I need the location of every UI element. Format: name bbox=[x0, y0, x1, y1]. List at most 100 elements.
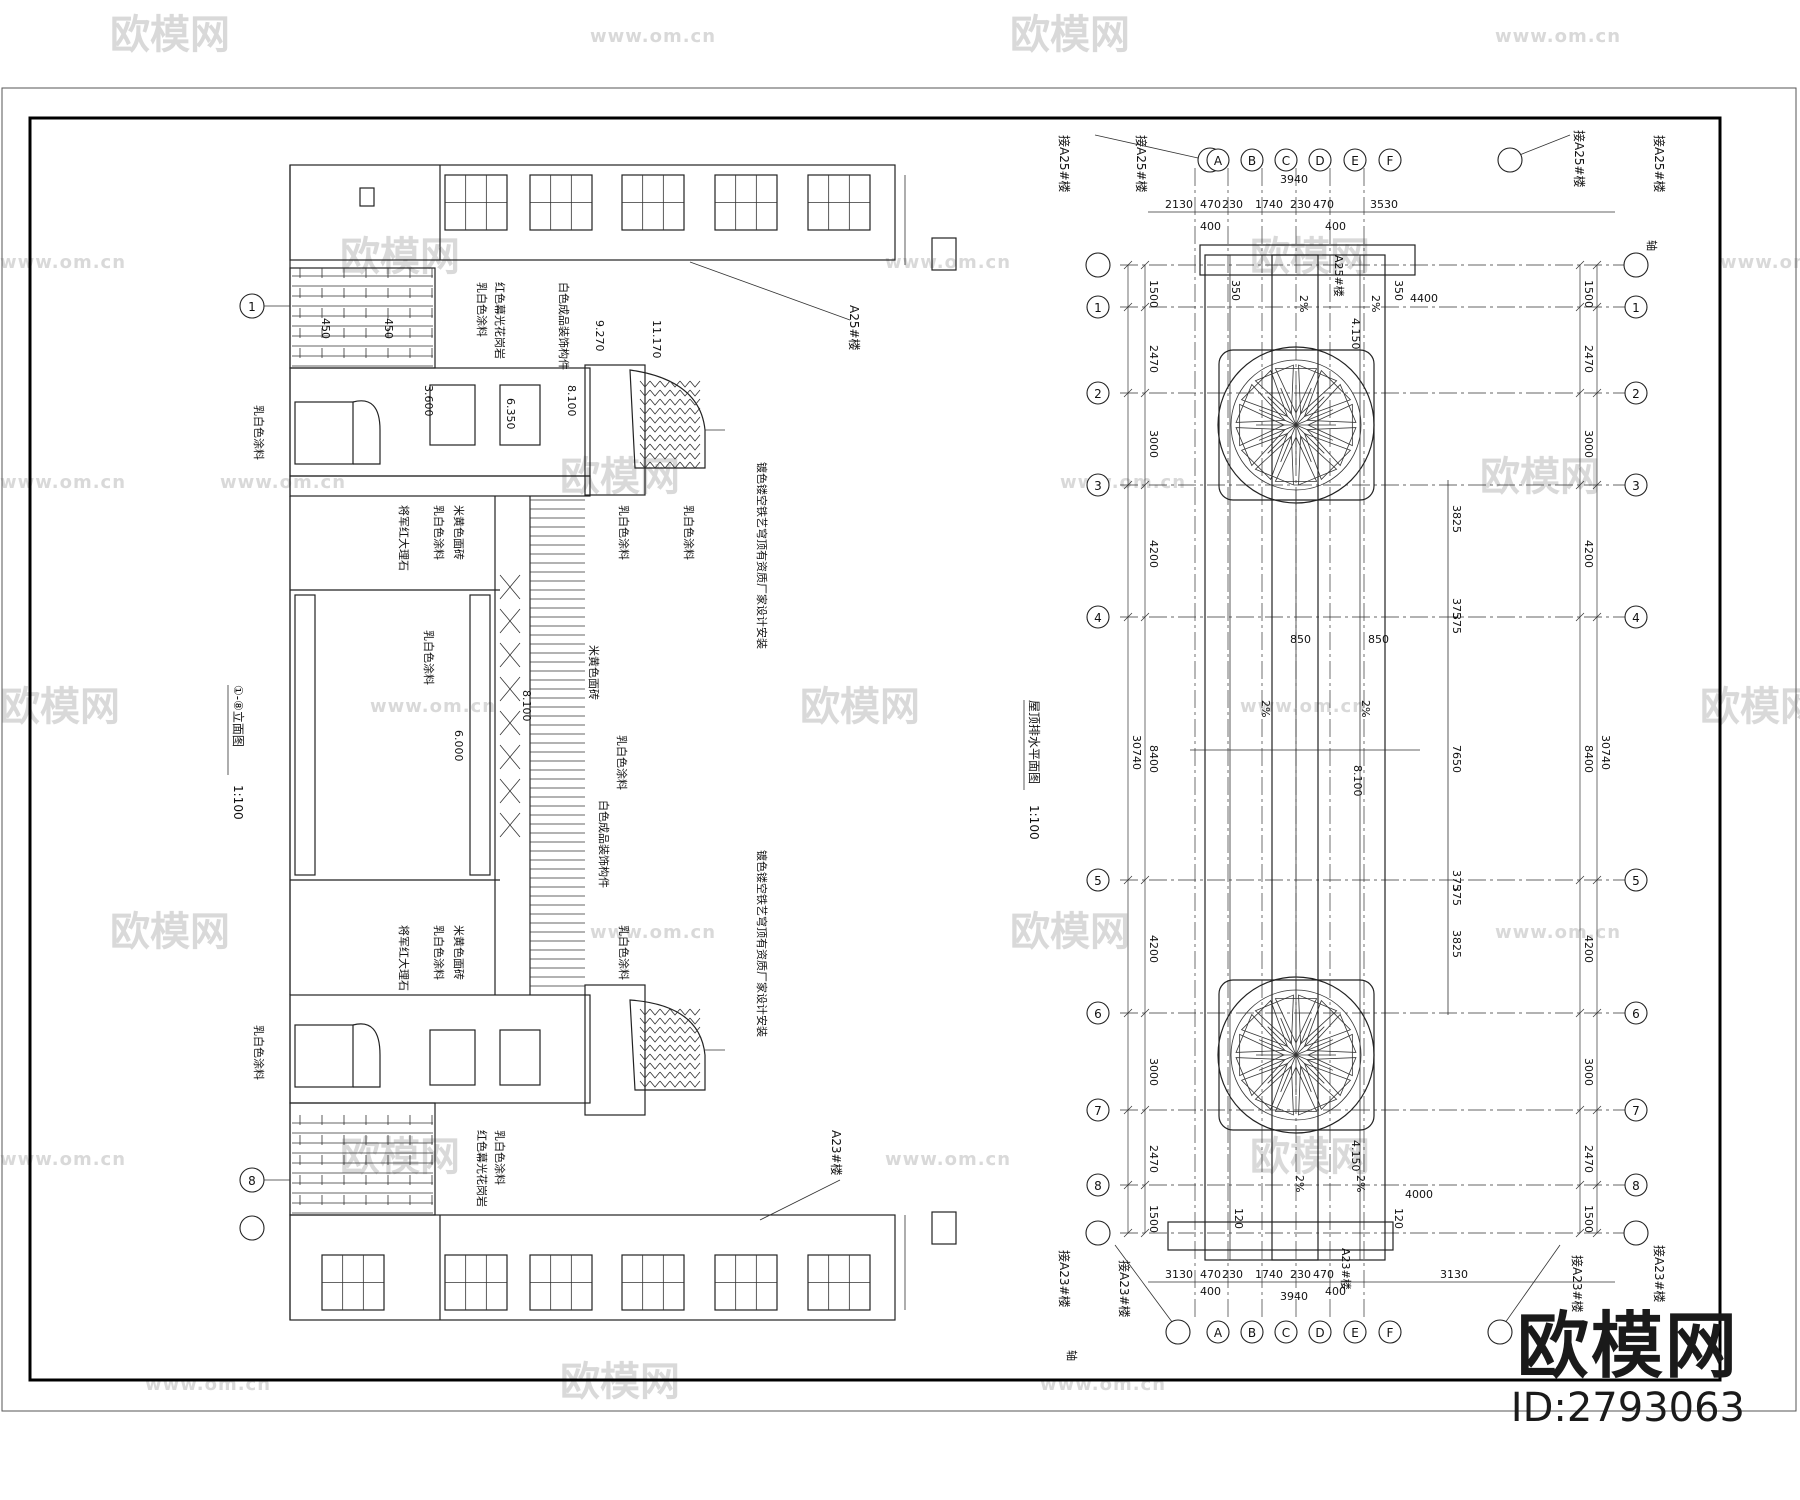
watermark-url: www.om.cn bbox=[0, 472, 126, 493]
right-dim: 3000 bbox=[1582, 1058, 1595, 1086]
dim-450-b: 450 bbox=[382, 318, 395, 339]
slope-label: 2% bbox=[1369, 295, 1382, 312]
right-dim: 3000 bbox=[1582, 430, 1595, 458]
row-axis-bubble-label: 3 bbox=[1632, 479, 1640, 493]
level-3600: 3.600 bbox=[422, 385, 435, 417]
note: 乳白色涂料 bbox=[493, 1130, 507, 1185]
roof-level: 4.150 bbox=[1349, 318, 1362, 350]
col-axis-bubble-label: D bbox=[1315, 154, 1324, 168]
col-axis-bubble-label: E bbox=[1351, 154, 1359, 168]
left-dim: 2470 bbox=[1147, 345, 1160, 373]
note: 红色幕光花岗岩 bbox=[475, 1130, 489, 1207]
watermark-logo: 欧模网 bbox=[1480, 454, 1600, 500]
slope-label: 2% bbox=[1359, 700, 1372, 717]
dome-note-bottom: 镀色镂空铁艺穹顶有资质厂家设计安装 bbox=[755, 850, 769, 1037]
col-axis-bubble-label: A bbox=[1214, 1326, 1223, 1340]
left-dim: 4200 bbox=[1147, 935, 1160, 963]
connect-bottom-left-2: 接A23#楼 bbox=[1117, 1260, 1132, 1318]
row-axis-bubble-label: 5 bbox=[1632, 874, 1640, 888]
roof-level: 4.150 bbox=[1349, 1140, 1362, 1172]
right-dim: 1500 bbox=[1582, 1205, 1595, 1233]
note: 白色成品装饰构件 bbox=[597, 800, 611, 888]
watermark-url: www.om.cn bbox=[220, 472, 346, 493]
axis-suffix: 轴 bbox=[1645, 240, 1659, 251]
note: 将军红大理石 bbox=[397, 505, 411, 571]
connect-top-left: 接A25#楼 bbox=[1057, 135, 1072, 193]
slope-label: 2% bbox=[1293, 1175, 1306, 1192]
inner-dim: 375 bbox=[1450, 598, 1463, 619]
inner-dim-350: 350 bbox=[1392, 280, 1405, 301]
col-axis-bubble-label: E bbox=[1351, 1326, 1359, 1340]
row-axis-bubble-label: 7 bbox=[1094, 1104, 1102, 1118]
note: 乳白色涂料 bbox=[475, 282, 489, 337]
top-dim: 3530 bbox=[1370, 198, 1398, 211]
bottom-small-dim: 400 bbox=[1200, 1285, 1221, 1298]
top-dim: 1740 bbox=[1255, 198, 1283, 211]
watermark-logo: 欧模网 bbox=[340, 234, 460, 280]
brand-logo: 欧模网 bbox=[1516, 1304, 1739, 1388]
elev-scale: 1:100 bbox=[231, 785, 245, 820]
inner-dim-850: 850 bbox=[1290, 633, 1311, 646]
watermark-logo: 欧模网 bbox=[800, 684, 920, 730]
inner-dim: 3825 bbox=[1450, 505, 1463, 533]
inner-dim: 7650 bbox=[1450, 745, 1463, 773]
level-8100-b: 8.100 bbox=[520, 690, 533, 722]
bottom-dim: 1740 bbox=[1255, 1268, 1283, 1281]
bottom-dim: 3130 bbox=[1440, 1268, 1468, 1281]
inner-dim: 3825 bbox=[1450, 930, 1463, 958]
slope-label: 2% bbox=[1259, 700, 1272, 717]
outer-border bbox=[1, 87, 1797, 1412]
level-8100: 8.100 bbox=[565, 385, 578, 417]
elevation-drawing: 1 8 A25#楼 A23#楼 ①-⑧立面图 1:100 11.170 9.27… bbox=[227, 164, 957, 1321]
watermark-logo: 欧模网 bbox=[1250, 234, 1370, 280]
inner-dim-350: 350 bbox=[1229, 280, 1242, 301]
watermark-url: www.om.cn bbox=[1495, 922, 1621, 943]
inner-dim-850: 850 bbox=[1368, 633, 1389, 646]
col-axis-bubble-label: B bbox=[1248, 1326, 1256, 1340]
inner-dim-4000: 4000 bbox=[1405, 1188, 1433, 1201]
top-dim: 470 bbox=[1313, 198, 1334, 211]
top-small-dim: 400 bbox=[1325, 220, 1346, 233]
left-dim: 1500 bbox=[1147, 280, 1160, 308]
slope-label: 2% bbox=[1354, 1175, 1367, 1192]
inner-dim-120: 120 bbox=[1232, 1208, 1245, 1229]
note: 乳白色涂料 bbox=[617, 505, 631, 560]
note: 乳白色涂料 bbox=[432, 505, 446, 560]
row-axis-bubble-label: 3 bbox=[1094, 479, 1102, 493]
left-dim: 1500 bbox=[1147, 1205, 1160, 1233]
row-axis-bubble-label: 1 bbox=[1632, 301, 1640, 315]
row-axis-bubble-label: 1 bbox=[1094, 301, 1102, 315]
bottom-dim: 3130 bbox=[1165, 1268, 1193, 1281]
connect-bottom-right-2: 接A23#楼 bbox=[1652, 1245, 1667, 1303]
inner-dim-120: 120 bbox=[1392, 1208, 1405, 1229]
right-dim: 1500 bbox=[1582, 280, 1595, 308]
connect-top-right: 接A25#楼 bbox=[1572, 130, 1587, 188]
level-6350: 6.350 bbox=[504, 398, 517, 430]
note: 乳白色涂料 bbox=[422, 630, 436, 685]
note: 米黄色面砖 bbox=[587, 645, 601, 700]
watermark-url: www.om.cn bbox=[885, 252, 1011, 273]
row-axis-bubble-label: 6 bbox=[1632, 1007, 1640, 1021]
bottom-total-dim: 3940 bbox=[1280, 1290, 1308, 1303]
level-9270: 9.270 bbox=[593, 320, 606, 352]
left-dim: 3000 bbox=[1147, 430, 1160, 458]
top-dim: 2130 bbox=[1165, 198, 1193, 211]
roof-level: 8.100 bbox=[1351, 765, 1364, 797]
left-dim: 3000 bbox=[1147, 1058, 1160, 1086]
col-axis-bubble-label: F bbox=[1387, 154, 1394, 168]
inner-dim-4400: 4400 bbox=[1410, 292, 1438, 305]
watermark-url: www.om.cn bbox=[0, 252, 126, 273]
note: 白色成品装饰构件 bbox=[557, 282, 571, 370]
watermark-logo: 欧模网 bbox=[560, 454, 680, 500]
watermark-url: www.om.cn bbox=[1040, 1374, 1166, 1395]
right-total-dim: 30740 bbox=[1599, 735, 1612, 770]
right-dim: 4200 bbox=[1582, 540, 1595, 568]
top-dim: 470 bbox=[1200, 198, 1221, 211]
watermark-url: www.om.cn bbox=[590, 922, 716, 943]
row-axis-bubble-label: 6 bbox=[1094, 1007, 1102, 1021]
note: 乳白色涂料 bbox=[682, 505, 696, 560]
row-axis-bubble-label: 8 bbox=[1094, 1179, 1102, 1193]
left-dim: 4200 bbox=[1147, 540, 1160, 568]
axis-suffix: 轴 bbox=[1065, 1350, 1079, 1361]
